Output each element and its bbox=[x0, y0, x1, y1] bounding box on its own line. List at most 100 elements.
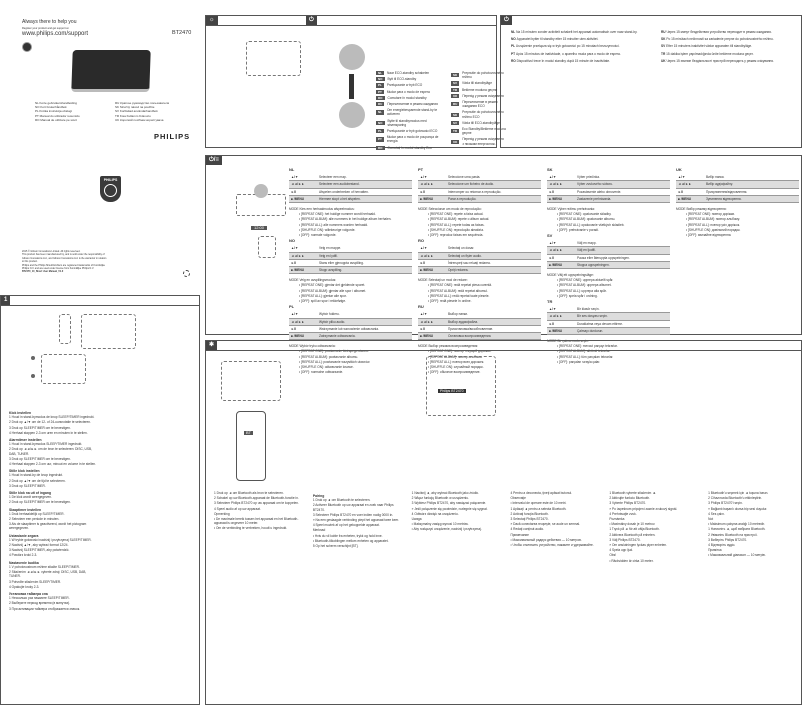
control-key: ►II bbox=[547, 188, 575, 196]
control-key: ◄◄/►► bbox=[418, 252, 446, 260]
instruction-step: 1 Druk herhaaldelijk op SLEEP/TIMER. bbox=[9, 511, 65, 516]
support-url[interactable]: www.philips.com/support bbox=[22, 31, 89, 37]
lang-code: RU bbox=[451, 102, 460, 107]
bluetooth-step: • Räckvidden är cirka 10 meter. bbox=[609, 558, 654, 563]
language-heading: RU bbox=[418, 304, 424, 310]
control-key: ►II bbox=[418, 188, 446, 196]
bluetooth-step: 1 Bluetooth'u seçmek için ◄ tuşuna basın… bbox=[708, 491, 769, 495]
bluetooth-step: • Maximálny dosah je 10 metrov. bbox=[609, 522, 656, 527]
mode-option: • [REPEAT ALL]: opakovanie všetkých skla… bbox=[557, 222, 625, 227]
control-desc: Выбор папки. bbox=[446, 311, 541, 319]
paragraph-text: Po 15 minútach nečinnosti sa zariadenie … bbox=[666, 37, 774, 42]
instruction-heading: Slaaptimer instellen bbox=[9, 507, 42, 512]
eco-item-text: Växla till ECO-standbyläge bbox=[462, 120, 500, 125]
device-name-label: Philips BT2470 bbox=[438, 389, 466, 394]
bluetooth-step: 1 Натисніть ◄, щоб вибрати Bluetooth. bbox=[708, 527, 766, 532]
mode-option: • [REPEAT ALBUM]: повтор альбому. bbox=[686, 217, 740, 222]
bluetooth-step: 2 Activaţi funcţia Bluetooth. bbox=[510, 511, 549, 516]
hand-press-figure bbox=[339, 44, 365, 70]
clock-icon: 1 bbox=[1, 296, 11, 305]
copyright-line: 2015 © Gibson Innovations Limited. All r… bbox=[22, 250, 81, 253]
control-key: ▲/▼ bbox=[289, 311, 317, 319]
paragraph-text: Efter 15 minuters inaktivitet växlar app… bbox=[666, 44, 753, 49]
control-key: ◄◄/►► bbox=[289, 318, 317, 326]
mode-option: • [OFF]: обычное воспроизведение. bbox=[428, 370, 481, 375]
mode-option: • [REPEAT ALBUM]: redă repetat albumul. bbox=[428, 288, 488, 293]
paragraph-text: 15 dakika işlem yapılmadığında ünite bek… bbox=[666, 51, 754, 56]
control-desc: Selecteer een map. bbox=[317, 174, 412, 182]
bluetooth-step: 1 Naciśnij ◄, aby wybrać Bluetooth jako … bbox=[411, 491, 479, 495]
controls-table: ▲/▼Bir klasör seçin.◄◄/►►Bir ses dosyası… bbox=[547, 306, 670, 336]
bluetooth-step: 3 Philips BT2470'i seçin. bbox=[708, 501, 743, 506]
instruction-step: 2 Druk op ▲/▼ om de tijd te selecteren. bbox=[9, 478, 66, 483]
bluetooth-step: • Максимальний діапазон — 10 метрів. bbox=[708, 553, 766, 558]
bluetooth-step: 4 Redaţi conţinut audio. bbox=[510, 527, 544, 532]
lang-code: SK bbox=[451, 112, 460, 117]
standby-paragraph: PT Após 15 minutos de inatividade, o apa… bbox=[511, 52, 651, 56]
auto-standby-text: NL Na 15 minuten zonder activiteit schak… bbox=[511, 30, 801, 66]
phone-bt-label: BT bbox=[244, 430, 254, 436]
control-desc: Зупинення відтворення. bbox=[704, 195, 799, 204]
lang-code: RU bbox=[376, 102, 385, 107]
instruction-step: 3 При активации таймера отображается зна… bbox=[9, 606, 81, 611]
mode-option: • [SHUFFLE ON]: odtwarzanie losowe. bbox=[299, 365, 354, 370]
bluetooth-step: Observaţie bbox=[510, 496, 526, 501]
mode-options: • [REPEAT ONE]: mevcut parçayı tekrarlar… bbox=[547, 344, 670, 364]
eco-item-text: Om energiebesparende stand-by te activer… bbox=[387, 108, 438, 117]
lang-code: PT bbox=[376, 137, 384, 142]
pairing-figure bbox=[426, 356, 496, 416]
eco-item-text: Przełączanie w tryb gotowości ECO bbox=[386, 129, 438, 134]
mode-option: • [REPEAT ALL]: gjentar alle spor. bbox=[299, 293, 347, 298]
mode-option: • [REPEAT ALL]: alle nummers worden herh… bbox=[299, 222, 369, 227]
mode-option: • [REPEAT ALL]: upprepa alla spår. bbox=[557, 288, 607, 293]
mode-option: • [SHUFFLE ON]: случайный порядок. bbox=[428, 365, 484, 370]
bluetooth-step: 4 Ses çalın. bbox=[708, 511, 725, 516]
controls-table: ▲/▼Välj en mapp.◄◄/►►Välj en ljudfil.►II… bbox=[547, 240, 670, 270]
control-desc: Выбор аудиофайла. bbox=[446, 318, 541, 326]
control-key: ■ /MENU bbox=[289, 195, 317, 204]
control-key: ■ /MENU bbox=[676, 195, 704, 204]
bluetooth-step: 3 Selectaţi Philips BT2470. bbox=[510, 517, 549, 522]
auto-standby-panel: ⏻ NL Na 15 minuten zonder activiteit sch… bbox=[500, 15, 802, 148]
bluetooth-step: » Bağlantı başarılı olursa bip sesi duyu… bbox=[708, 506, 768, 511]
instruction-step: 1 W trybie gotowości naciśnij i przytrzy… bbox=[9, 537, 92, 542]
instruction-step: 3 Druk op SLEEP/TIMER om te bevestigen. bbox=[9, 456, 71, 461]
bluetooth-step: 1 Apăsaţi ◄ pentru a selecta Bluetooth. bbox=[510, 506, 567, 511]
mode-options: • [REPEAT ONE]: opakovanie skladby.• [RE… bbox=[547, 212, 670, 232]
control-key: ■ /MENU bbox=[418, 332, 446, 341]
bluetooth-column: 1 Naciśnij ◄, aby wybrać Bluetooth jako … bbox=[412, 491, 503, 701]
lang-code: NO bbox=[376, 120, 385, 125]
bluetooth-step: 2 Włącz funkcję Bluetooth w urządzeniu. bbox=[411, 496, 469, 501]
lang-code: PL bbox=[511, 44, 516, 49]
mode-option: • [REPEAT ALL]: повтор усіх доріжок. bbox=[686, 222, 740, 227]
lang-sv: SV Kortfattad användarhandbok bbox=[115, 109, 158, 114]
mode-option: • [REPEAT ALBUM]: alle nummers in het hu… bbox=[299, 217, 392, 222]
bluetooth-column: 1 Bluetooth vyberte stlačením ◄.2 Aktivu… bbox=[609, 491, 700, 701]
bluetooth-step: • Om de verbinding te verbreken, houdt u… bbox=[214, 526, 288, 531]
language-heading: RO bbox=[418, 238, 424, 244]
lang-code: SV bbox=[661, 44, 667, 49]
control-key: ◄◄/►► bbox=[547, 180, 575, 189]
speaker-outline-figure bbox=[81, 314, 136, 349]
control-desc: Stans eller gjenoppta avspilling. bbox=[317, 259, 412, 268]
mode-options: • [REPEAT ONE]: powtarzanie bieżącego ut… bbox=[289, 349, 412, 374]
control-key: ◄◄/►► bbox=[547, 312, 575, 321]
mode-description: MODE Bir çalma modu seçin: bbox=[547, 339, 589, 344]
control-key: ▲/▼ bbox=[289, 174, 317, 182]
lang-code: UK bbox=[451, 93, 460, 99]
bluetooth-step: • Maksimum çalışma aralığı 10 metredir. bbox=[708, 522, 765, 527]
control-key: ►II bbox=[289, 325, 317, 334]
cover-page: Always there to help you Register your p… bbox=[0, 0, 200, 290]
mode-option: • [REPEAT ONE]: mevcut parçayı tekrarlar… bbox=[557, 344, 618, 349]
